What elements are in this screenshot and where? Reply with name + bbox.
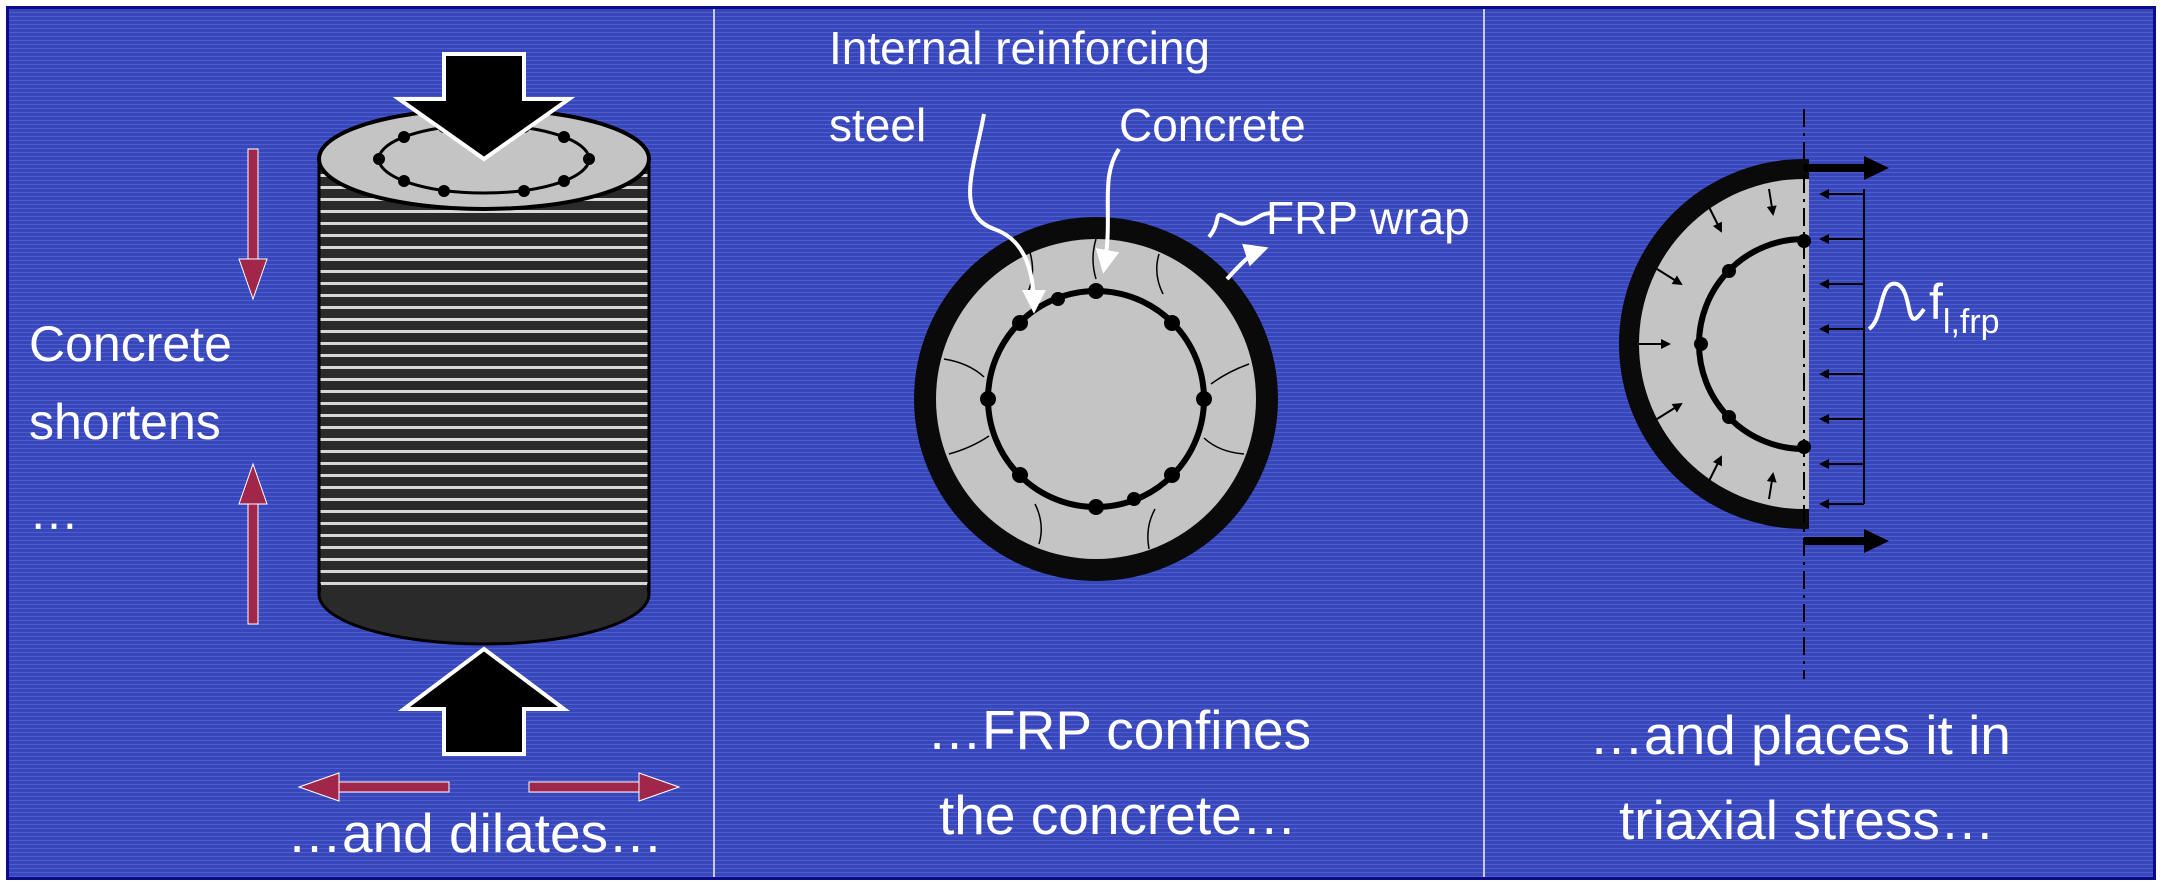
load-arrow-top [392, 52, 576, 162]
concrete-label: Concrete [1119, 99, 1306, 151]
lateral-pressure-arrows [1819, 189, 1864, 509]
steel-label-2: steel [829, 99, 926, 151]
panel3-caption-1: …and places it in [1589, 704, 2011, 766]
concrete-leader [1095, 147, 1121, 274]
shorten-arrow-down [238, 148, 268, 301]
steel-label-1: Internal reinforcing [829, 22, 1210, 74]
steel-leader [968, 113, 1046, 314]
diagram-frame: Concrete shortens … …and dilates… [6, 6, 2156, 880]
dilate-arrow-left [297, 772, 450, 802]
panel-3: fl,frp …and places it in triaxial stress… [1589, 109, 2011, 851]
panel-2: Internal reinforcing steel Concrete FRP … [829, 22, 1470, 846]
panel2-caption-1: …FRP confines [927, 699, 1311, 761]
load-arrow-bottom [398, 646, 570, 756]
panel3-caption-2: triaxial stress… [1619, 789, 1995, 851]
frp-wrap-label: FRP wrap [1266, 192, 1470, 244]
frp-tension-arrows [1804, 156, 1889, 553]
frp-leader [1207, 211, 1275, 239]
concrete-cracks [943, 238, 1250, 550]
panel-1: Concrete shortens … …and dilates… [29, 52, 681, 864]
panel1-caption: …and dilates… [287, 802, 663, 864]
rebar-dots [980, 283, 1212, 515]
shorten-arrow-up [238, 462, 268, 625]
half-concrete-core [1639, 179, 1809, 509]
concrete-shortens-label-2: shortens [29, 394, 221, 450]
panel2-caption-2: the concrete… [939, 784, 1297, 846]
radial-pressure-arrows [1639, 188, 1777, 500]
pressure-label: fl,frp [1929, 274, 2000, 341]
frp-confinement-diagram: Concrete shortens … …and dilates… [29, 9, 2011, 877]
concrete-shortens-label-3: … [29, 484, 79, 540]
pressure-leader [1867, 281, 1926, 331]
concrete-shortens-label-1: Concrete [29, 316, 232, 372]
dilate-arrow-right [528, 772, 681, 802]
